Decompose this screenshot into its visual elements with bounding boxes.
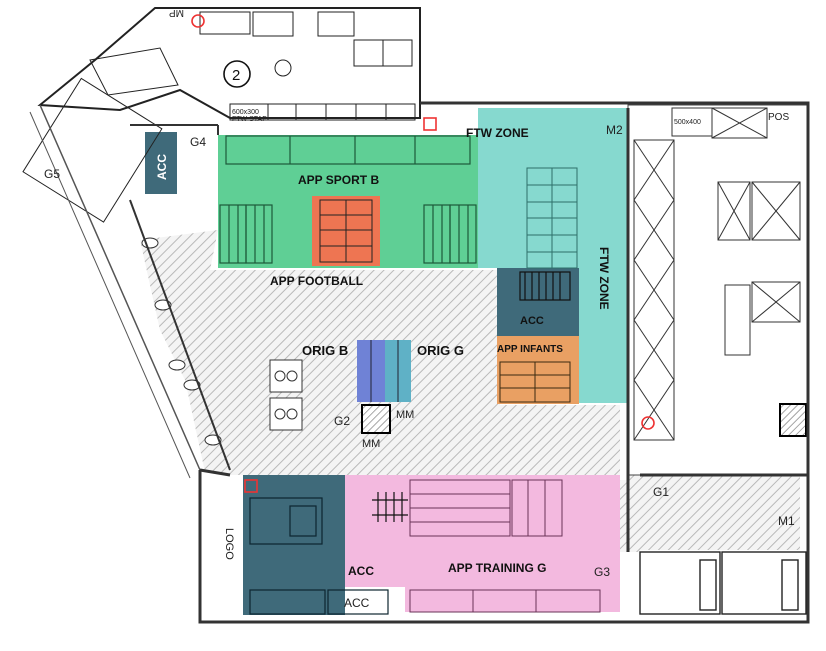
label-dim-storage: 600x300 <box>232 109 259 116</box>
label-acc-bottom-1: ACC <box>348 564 374 578</box>
storefront-glass <box>39 104 201 471</box>
fixtures-training-rack <box>372 492 408 522</box>
label-dim-top-right: 500x400 <box>674 119 701 126</box>
label-m2: M2 <box>606 123 623 137</box>
room-number-circle <box>223 60 251 88</box>
zone-acc-middle <box>497 268 579 336</box>
label-ftw-zone-top: FTW ZONE <box>466 126 529 140</box>
fixtures-football <box>319 199 373 263</box>
mannequin-stands <box>269 359 303 431</box>
office-furniture <box>22 11 416 223</box>
fire-marker-right <box>641 416 655 430</box>
mm-column-middle <box>361 404 391 434</box>
storefront-glass-2 <box>29 111 191 479</box>
facade-wall <box>129 199 231 471</box>
fixtures-acc-middle <box>519 271 571 301</box>
hatched-strip-right <box>628 475 800 550</box>
back-room <box>627 104 809 476</box>
label-mm-1: MM <box>396 409 414 421</box>
label-app-football: APP FOOTBALL <box>270 274 363 288</box>
label-g3: G3 <box>594 565 610 579</box>
label-app-training-g: APP TRAINING G <box>448 561 546 575</box>
fixtures-acc-left <box>249 497 389 615</box>
label-orig-b: ORIG B <box>302 343 348 358</box>
label-room-number: 2 <box>232 67 240 84</box>
fixtures-sport-b <box>219 135 477 264</box>
zone-app-training-g <box>345 475 620 612</box>
zone-app-infants <box>497 336 579 404</box>
label-g5: G5 <box>44 167 60 181</box>
zone-acc-left <box>243 475 345 615</box>
label-mp: MP <box>169 7 184 18</box>
fire-marker-bottom <box>244 479 258 493</box>
fixtures-ftw <box>526 167 578 269</box>
label-m1: M1 <box>778 514 795 528</box>
label-logo: LOGO <box>223 528 235 560</box>
facade-columns <box>141 237 222 446</box>
fitting-rooms <box>639 551 807 615</box>
label-mm-2: MM <box>362 438 380 450</box>
fixtures-training <box>409 479 601 613</box>
fixtures-orig <box>370 340 399 402</box>
back-room-racks <box>633 107 801 441</box>
label-ftw-zone-side: FTW ZONE <box>597 247 611 310</box>
mm-column-right <box>779 403 807 437</box>
fire-marker-m2 <box>423 117 437 131</box>
zone-ftw <box>478 108 628 403</box>
label-ftw-staf: FTW STAF <box>232 116 266 123</box>
fire-marker-top <box>191 14 205 28</box>
label-orig-g: ORIG G <box>417 343 464 358</box>
label-acc-left: ACC <box>155 154 169 180</box>
label-app-sport-b: APP SPORT B <box>298 173 379 187</box>
label-g1: G1 <box>653 485 669 499</box>
label-acc-middle: ACC <box>520 315 544 327</box>
outer-walls <box>198 101 810 624</box>
label-app-infants: APP INFANTS <box>497 344 563 355</box>
label-acc-bottom-2: ACC <box>344 596 370 610</box>
label-g2: G2 <box>334 414 350 428</box>
zone-acc-left-small <box>145 132 177 194</box>
label-pos: POS <box>768 112 789 123</box>
label-g4: G4 <box>190 135 206 149</box>
fixtures-infants <box>499 361 571 403</box>
